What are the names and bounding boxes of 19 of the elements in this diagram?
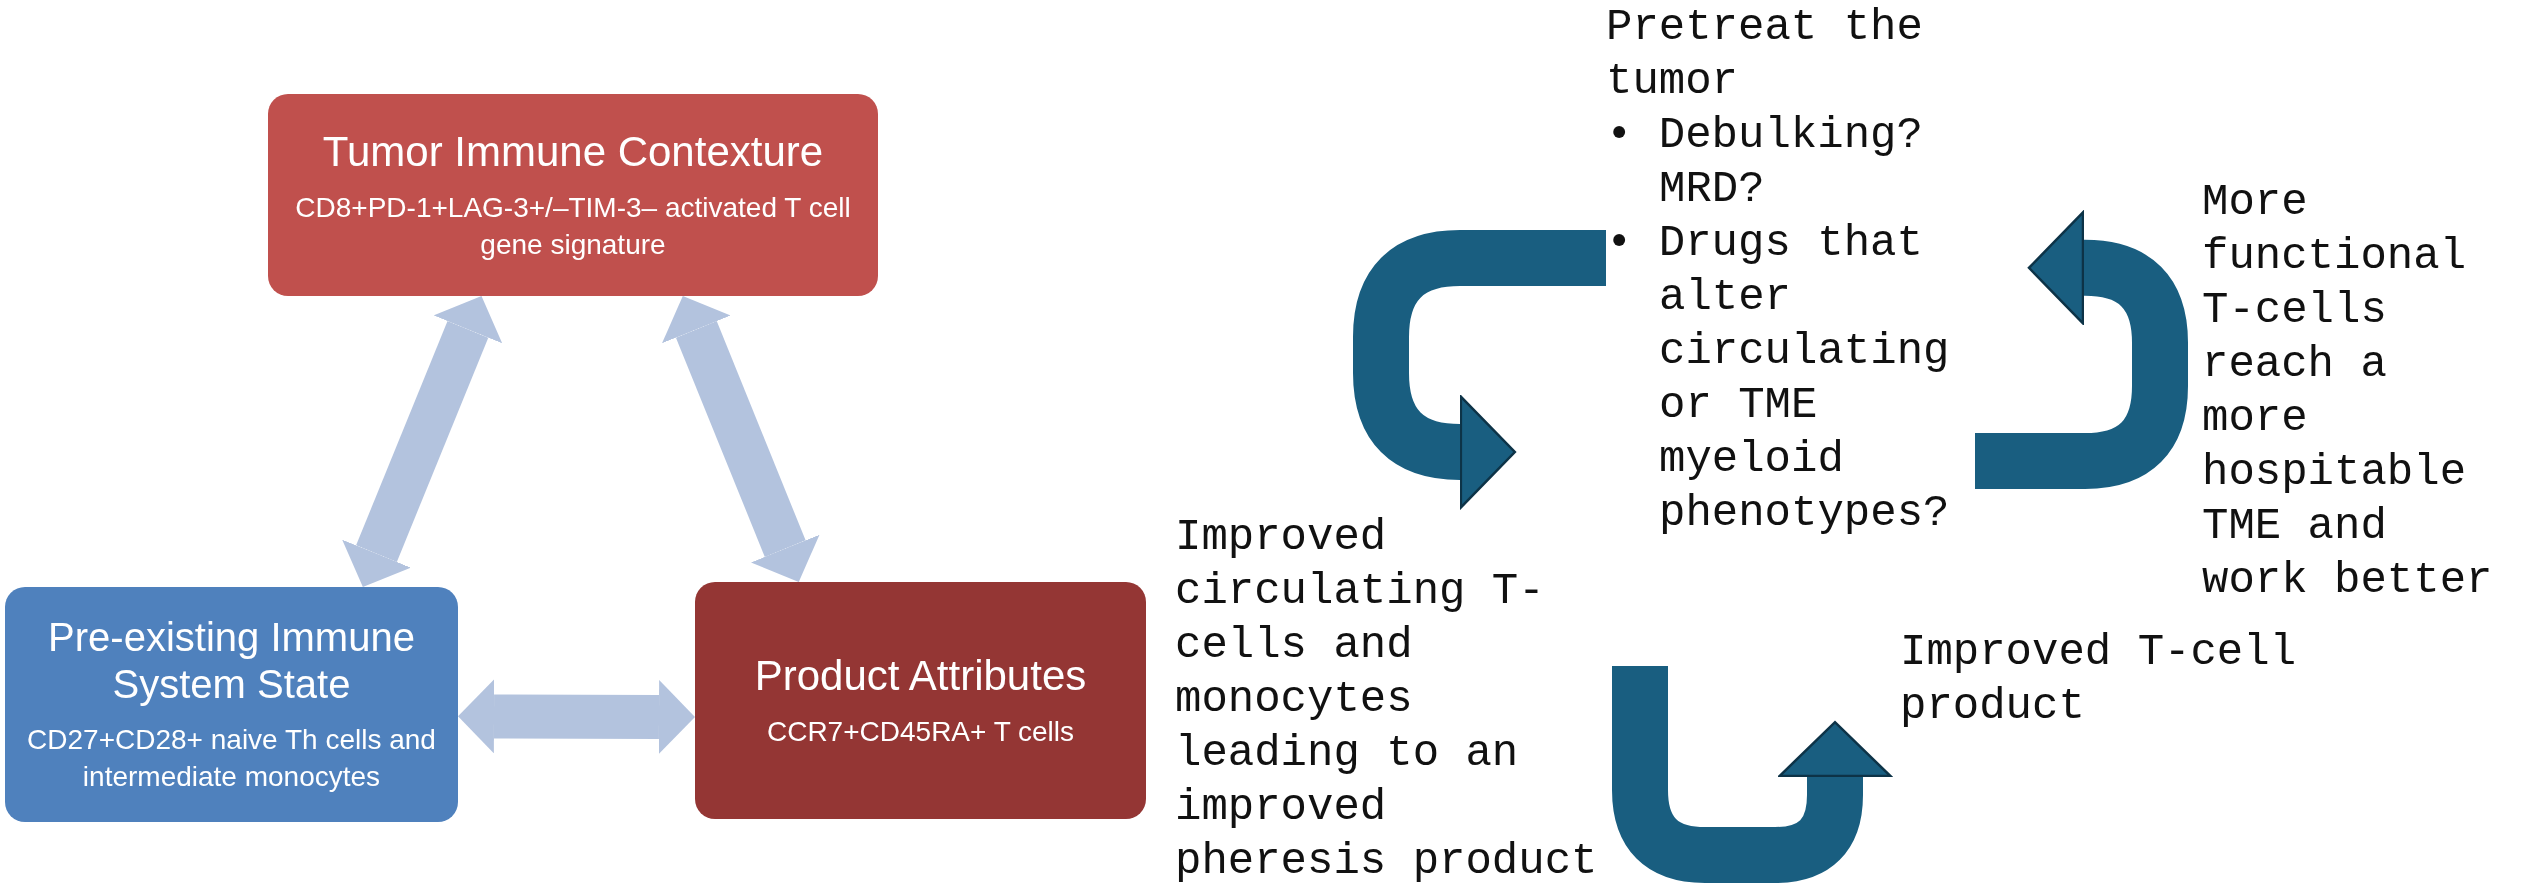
step-text: Improved circulating T-cells and monocytes leading to an improved pheresis product [1175,511,1599,888]
rounded-box [5,587,458,822]
bullet-item: • Drugs that alter circulating or TME myeloid phenotypes? [1606,217,1951,540]
rounded-box [695,582,1146,819]
bullet-item: • Debulking? MRD? [1606,109,1924,216]
step-text: Improved T-cell product [1900,626,2298,733]
box-subtitle: CCR7+CD45RA+ T cells [766,715,1075,750]
curved-block-arrow [1975,211,2188,489]
double-arrow [662,296,820,582]
box-title: Product Attributes [754,650,1087,701]
double-arrow [342,296,503,587]
note-text: More functional T-cells reach a more hospitable TME and work better [2202,176,2494,607]
box-subtitle: CD8+PD-1+LAG-3+/–TIM-3– activated T cell gene signature [294,191,852,262]
double-arrow [458,679,695,754]
step-text: Pretreat the tumor [1606,1,1924,108]
box-subtitle: CD27+CD28+ naive Th cells and intermediate monocytes [26,723,437,794]
box-title: Pre-existing Immune System State [47,613,416,709]
box-title: Tumor Immune Contexture [322,126,824,177]
rounded-box [268,94,878,296]
